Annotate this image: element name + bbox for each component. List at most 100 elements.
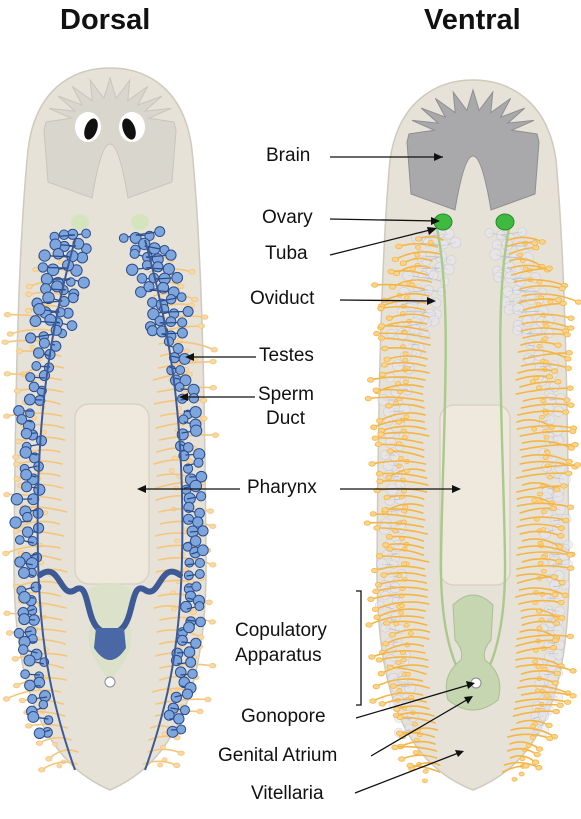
vitellaria-lobe	[570, 429, 576, 434]
vitellaria-lobe	[198, 324, 204, 329]
dorsal-eye-left	[75, 112, 101, 142]
vitellaria-lobe	[6, 631, 12, 636]
testis	[137, 274, 147, 284]
testis	[553, 491, 564, 502]
vitellaria-lobe	[532, 499, 537, 503]
vitellaria-lobe	[370, 512, 376, 517]
vitellaria-lobe	[561, 484, 567, 489]
vitellaria-lobe	[174, 763, 180, 768]
vitellaria-lobe	[547, 736, 553, 741]
label-ovary: Ovary	[262, 207, 313, 229]
testis	[26, 333, 36, 343]
testis	[191, 638, 201, 648]
testis	[26, 409, 35, 418]
vitellaria-lobe	[537, 344, 542, 348]
vitellaria-lobe	[562, 593, 568, 598]
vitellaria-lobe	[384, 357, 390, 362]
vitellaria-lobe	[548, 300, 553, 304]
vitellaria-lobe	[568, 316, 574, 321]
testis	[490, 249, 502, 261]
vitellaria-lobe	[396, 661, 401, 665]
vitellaria-lobe	[397, 688, 402, 692]
testis	[190, 536, 200, 546]
vitellaria-lobe	[541, 510, 546, 514]
testis	[518, 227, 527, 236]
vitellaria-lobe	[539, 415, 544, 419]
testis	[148, 298, 158, 308]
vitellaria-lobe	[402, 435, 407, 439]
vitellaria-lobe	[41, 430, 46, 434]
testis	[10, 517, 21, 528]
vitellaria-lobe	[371, 568, 377, 573]
testis	[25, 680, 36, 691]
vitellaria-lobe	[365, 396, 371, 401]
testis	[39, 700, 48, 709]
bracket-copulatory	[356, 591, 361, 705]
vitellaria-lobe	[546, 375, 552, 380]
testis	[77, 252, 88, 263]
vitellaria-lobe	[399, 611, 404, 615]
vitellaria-lobe	[378, 306, 384, 311]
testis	[53, 249, 63, 259]
vitellaria-lobe	[7, 332, 13, 337]
testis	[175, 667, 186, 678]
vitellaria-lobe	[4, 414, 10, 419]
testis	[177, 725, 186, 734]
vitellaria-lobe	[541, 399, 546, 403]
vitellaria-lobe	[46, 756, 52, 761]
vitellaria-lobe	[566, 459, 572, 464]
testis	[166, 317, 176, 327]
vitellaria-lobe	[383, 543, 389, 548]
vitellaria-lobe	[53, 742, 58, 746]
testis	[15, 557, 25, 567]
vitellaria-lobe	[567, 553, 573, 558]
vitellaria-lobe	[12, 657, 18, 662]
vitellaria-lobe	[26, 284, 32, 289]
vitellaria-lobe	[564, 332, 570, 337]
testis	[173, 344, 183, 354]
testis	[34, 728, 45, 739]
vitellaria-lobe	[541, 569, 546, 573]
label-copulatory-line1: Copulatory	[235, 620, 327, 642]
vitellaria-lobe	[422, 779, 427, 783]
vitellaria-lobe	[206, 600, 212, 605]
testis	[184, 647, 195, 658]
vitellaria-lobe	[205, 697, 211, 702]
testis	[78, 277, 89, 288]
vitellaria-lobe	[4, 492, 10, 497]
vitellaria-lobe	[169, 468, 174, 472]
vitellaria-lobe	[378, 324, 384, 329]
vitellaria-lobe	[189, 269, 195, 274]
vitellaria-lobe	[369, 655, 375, 660]
vitellaria-lobe	[397, 574, 402, 578]
testis	[513, 326, 522, 335]
vitellaria-lobe	[523, 764, 529, 769]
vitellaria-lobe	[38, 768, 44, 773]
vitellaria-lobe	[565, 700, 571, 705]
vitellaria-lobe	[210, 524, 216, 529]
testis	[28, 695, 37, 704]
testis	[166, 250, 176, 260]
vitellaria-lobe	[178, 751, 184, 756]
vitellaria-lobe	[565, 356, 571, 361]
testis	[127, 264, 138, 275]
vitellaria-lobe	[384, 495, 390, 500]
vitellaria-lobe	[575, 300, 581, 305]
vitellaria-lobe	[396, 244, 402, 249]
vitellaria-lobe	[537, 280, 542, 284]
vitellaria-lobe	[555, 379, 561, 384]
vitellaria-lobe	[184, 349, 189, 353]
vitellaria-lobe	[13, 455, 19, 460]
vitellaria-lobe	[375, 442, 381, 447]
vitellaria-lobe	[399, 604, 404, 608]
vitellaria-lobe	[371, 283, 377, 288]
vitellaria-lobe	[404, 415, 409, 419]
testis	[30, 316, 41, 327]
vitellaria-lobe	[162, 732, 167, 736]
testis	[22, 527, 32, 537]
vitellaria-lobe	[210, 359, 216, 364]
vitellaria-lobe	[401, 658, 406, 662]
vitellaria-lobe	[210, 563, 216, 568]
vitellaria-lobe	[16, 349, 22, 354]
testis	[564, 540, 573, 549]
